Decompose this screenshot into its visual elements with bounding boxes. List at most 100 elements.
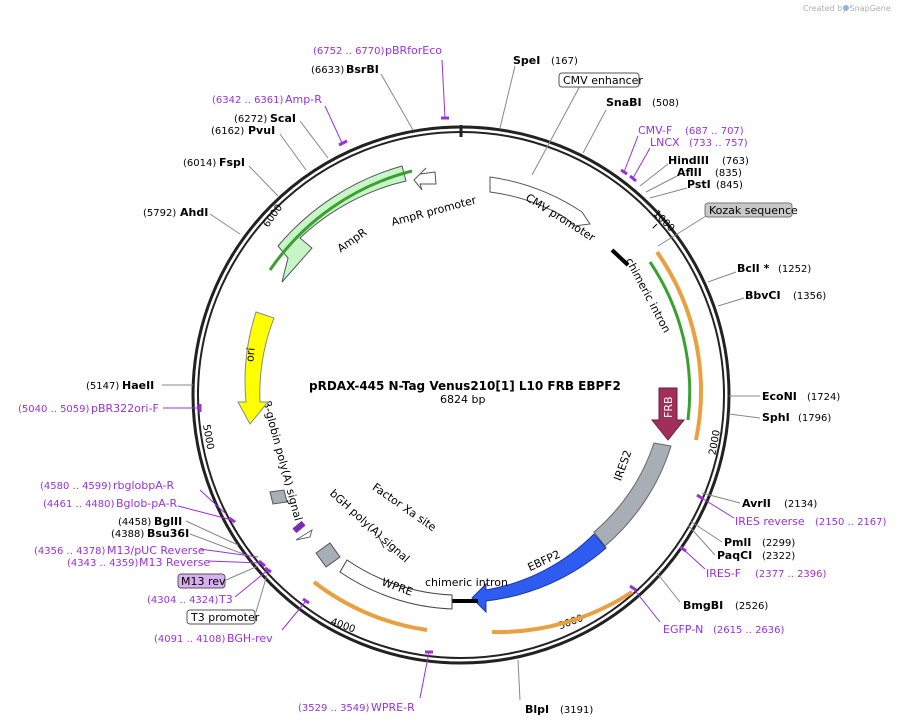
- site-avrII[interactable]: AvrII (2134): [701, 492, 817, 510]
- site-bclI-name: BclI *: [737, 262, 770, 275]
- primer-ampr-name: Amp-R: [285, 93, 322, 106]
- site-bsrBI[interactable]: (6633)BsrBI: [311, 63, 414, 131]
- primer-lncx-leader: [632, 147, 651, 179]
- site-pmlI[interactable]: PmlI(2299): [689, 520, 795, 549]
- bgh-polya-box: [315, 542, 341, 568]
- primer-lncx[interactable]: LNCX(733 .. 757): [629, 136, 748, 183]
- site-bsu36I-name: Bsu36I: [147, 527, 189, 540]
- primer-ampr[interactable]: (6342 .. 6361)Amp-R: [212, 93, 348, 147]
- primer-iresf-pos: (2377 .. 2396): [755, 569, 827, 580]
- site-blpI[interactable]: BlpI(3191): [517, 659, 593, 716]
- site-bbvCI-name: BbvCI: [745, 289, 781, 302]
- site-bmgBI-leader: [656, 572, 681, 603]
- site-bsrBI-pos: (6633): [311, 65, 344, 76]
- site-bclI[interactable]: BclI *(1252): [707, 262, 811, 283]
- cmv-enhancer-box[interactable]: CMV enhancer: [531, 72, 643, 176]
- primer-egfpn[interactable]: EGFP-N(2615 .. 2636): [629, 584, 785, 636]
- site-snabI[interactable]: SnaBI(508): [582, 96, 679, 154]
- site-bsu36I-pos: (4388): [111, 529, 144, 540]
- site-fspI-name: FspI: [219, 156, 245, 169]
- primer-ires-reverse-pos: (2150 .. 2167): [815, 517, 887, 528]
- site-ecoNI[interactable]: EcoNI(1724): [729, 390, 840, 403]
- tick-5000: 5000: [200, 424, 215, 451]
- site-bmgBI[interactable]: BmgBI(2526): [656, 572, 768, 612]
- site-sphI-name: SphI: [762, 411, 790, 424]
- sites-right: SpeI(167) SnaBI(508) HindIII (763) AflII (…: [499, 54, 840, 716]
- primer-cmvf-mark: [620, 168, 628, 176]
- primer-ires-reverse-leader: [699, 496, 735, 519]
- site-bsu36I[interactable]: (4388)Bsu36I: [111, 527, 247, 556]
- site-bbvCI-leader: [717, 297, 745, 307]
- primer-cmvf-pos: (687 .. 707): [685, 126, 744, 137]
- m13rev-frame: [177, 573, 226, 589]
- primer-pbrforeco-pos: (6752 .. 6770): [313, 46, 385, 57]
- site-paqCI[interactable]: PaqCI(2322): [687, 524, 795, 562]
- m13rev-box[interactable]: M13 rev: [177, 565, 259, 589]
- m13rev-leader: [225, 565, 259, 581]
- site-pstI[interactable]: PstI(845): [649, 178, 743, 199]
- primer-pbrforeco-leader: [441, 59, 446, 119]
- sites-left: (6633)BsrBI (6272)ScaI (6162)PvuI (6014)…: [86, 63, 414, 556]
- primer-bghrev-name: BGH-rev: [227, 632, 273, 645]
- primer-m13-reverse[interactable]: (4343 .. 4359)M13 Reverse: [67, 556, 266, 569]
- primer-pbr322ori-f-pos: (5040 .. 5059): [18, 404, 90, 415]
- site-pvuI[interactable]: (6162)PvuI: [211, 124, 307, 171]
- site-haeII[interactable]: (5147)HaeII: [86, 379, 193, 392]
- site-aflII-name: AflII: [677, 166, 702, 179]
- primer-bglob-pa-r-name: Bglob-pA-R: [116, 497, 178, 510]
- site-aflII[interactable]: AflII (835): [645, 166, 742, 193]
- site-hindIII-pos: (763): [722, 156, 749, 167]
- site-ahdI[interactable]: (5792)AhdI: [143, 206, 241, 235]
- primer-wprer[interactable]: (3529 .. 3549)WPRE-R: [298, 650, 433, 714]
- primer-bglob-pa-r[interactable]: (4461 .. 4480)Bglob-pA-R: [43, 497, 236, 524]
- primer-bghrev-leader: [281, 600, 307, 631]
- tick-6000: 6000: [261, 203, 285, 230]
- site-aflII-pos: (835): [715, 168, 742, 179]
- orf-orange-bottom-left: [312, 580, 428, 632]
- tick-4000: 4000: [329, 616, 357, 635]
- primer-m13-reverse-leader: [207, 560, 263, 564]
- primer-iresf[interactable]: IRES-F(2377 .. 2396): [679, 545, 827, 580]
- site-aflII-leader: [645, 175, 678, 193]
- site-speI-name: SpeI: [513, 54, 540, 67]
- t3promoter-leader: [255, 574, 268, 613]
- site-bglII-leader: [185, 520, 239, 546]
- primer-bglob-pa-r-leader: [177, 505, 233, 521]
- cmv-enhancer-frame: [558, 72, 640, 88]
- site-avrII-pos: (2134): [784, 499, 817, 510]
- primer-ires-reverse[interactable]: IRES reverse(2150 .. 2167): [696, 493, 887, 528]
- site-avrII-name: AvrII: [742, 497, 771, 510]
- site-bbvCI[interactable]: BbvCI(1356): [717, 289, 826, 307]
- site-pstI-pos: (845): [716, 180, 743, 191]
- primer-pbrforeco[interactable]: (6752 .. 6770)pBRforEco: [313, 44, 449, 120]
- site-hindIII[interactable]: HindIII (763): [639, 154, 749, 187]
- primer-rbglobpa-r[interactable]: (4580 .. 4599)rbglobpA-R: [40, 479, 227, 515]
- site-bsrBI-leader: [380, 73, 414, 131]
- t3promoter-box[interactable]: T3 promoter: [186, 574, 268, 625]
- site-paqCI-name: PaqCI: [717, 549, 752, 562]
- bglobin-box: [269, 489, 288, 505]
- site-ecoNI-pos: (1724): [807, 392, 840, 403]
- site-pvuI-leader: [279, 133, 307, 171]
- primer-bghrev[interactable]: (4091 .. 4108)BGH-rev: [154, 597, 310, 645]
- primer-pbr322ori-f[interactable]: (5040 .. 5059)pBR322ori-F: [18, 402, 202, 415]
- cmv-promoter-arrow: [489, 176, 591, 227]
- kozak-box[interactable]: Kozak sequence: [657, 202, 798, 247]
- primer-t3[interactable]: (4304 .. 4324)T3: [147, 566, 272, 606]
- primer-egfpn-name: EGFP-N: [663, 623, 703, 636]
- cmv-enhancer-text: CMV enhancer: [563, 74, 643, 87]
- primer-lncx-pos: (733 .. 757): [689, 138, 748, 149]
- site-hindIII-name: HindIII: [668, 154, 709, 167]
- site-fspI[interactable]: (6014)FspI: [183, 156, 279, 197]
- site-bmgBI-pos: (2526): [735, 601, 768, 612]
- primer-m13puc-reverse[interactable]: (4356 .. 4378)M13/pUC Reverse: [34, 544, 259, 558]
- site-scaI[interactable]: (6272)ScaI: [234, 112, 329, 159]
- boxed-labels: CMV enhancer Kozak sequence M13 rev T3 p…: [177, 72, 798, 625]
- site-pmlI-pos: (2299): [762, 538, 795, 549]
- site-bglII[interactable]: (4458)BglII: [118, 515, 239, 546]
- site-speI[interactable]: SpeI(167): [499, 54, 578, 129]
- site-sphI[interactable]: SphI(1796): [728, 411, 831, 424]
- primer-cmvf[interactable]: CMV-F(687 .. 707): [620, 124, 744, 176]
- primer-m13puc-reverse-leader: [199, 548, 259, 558]
